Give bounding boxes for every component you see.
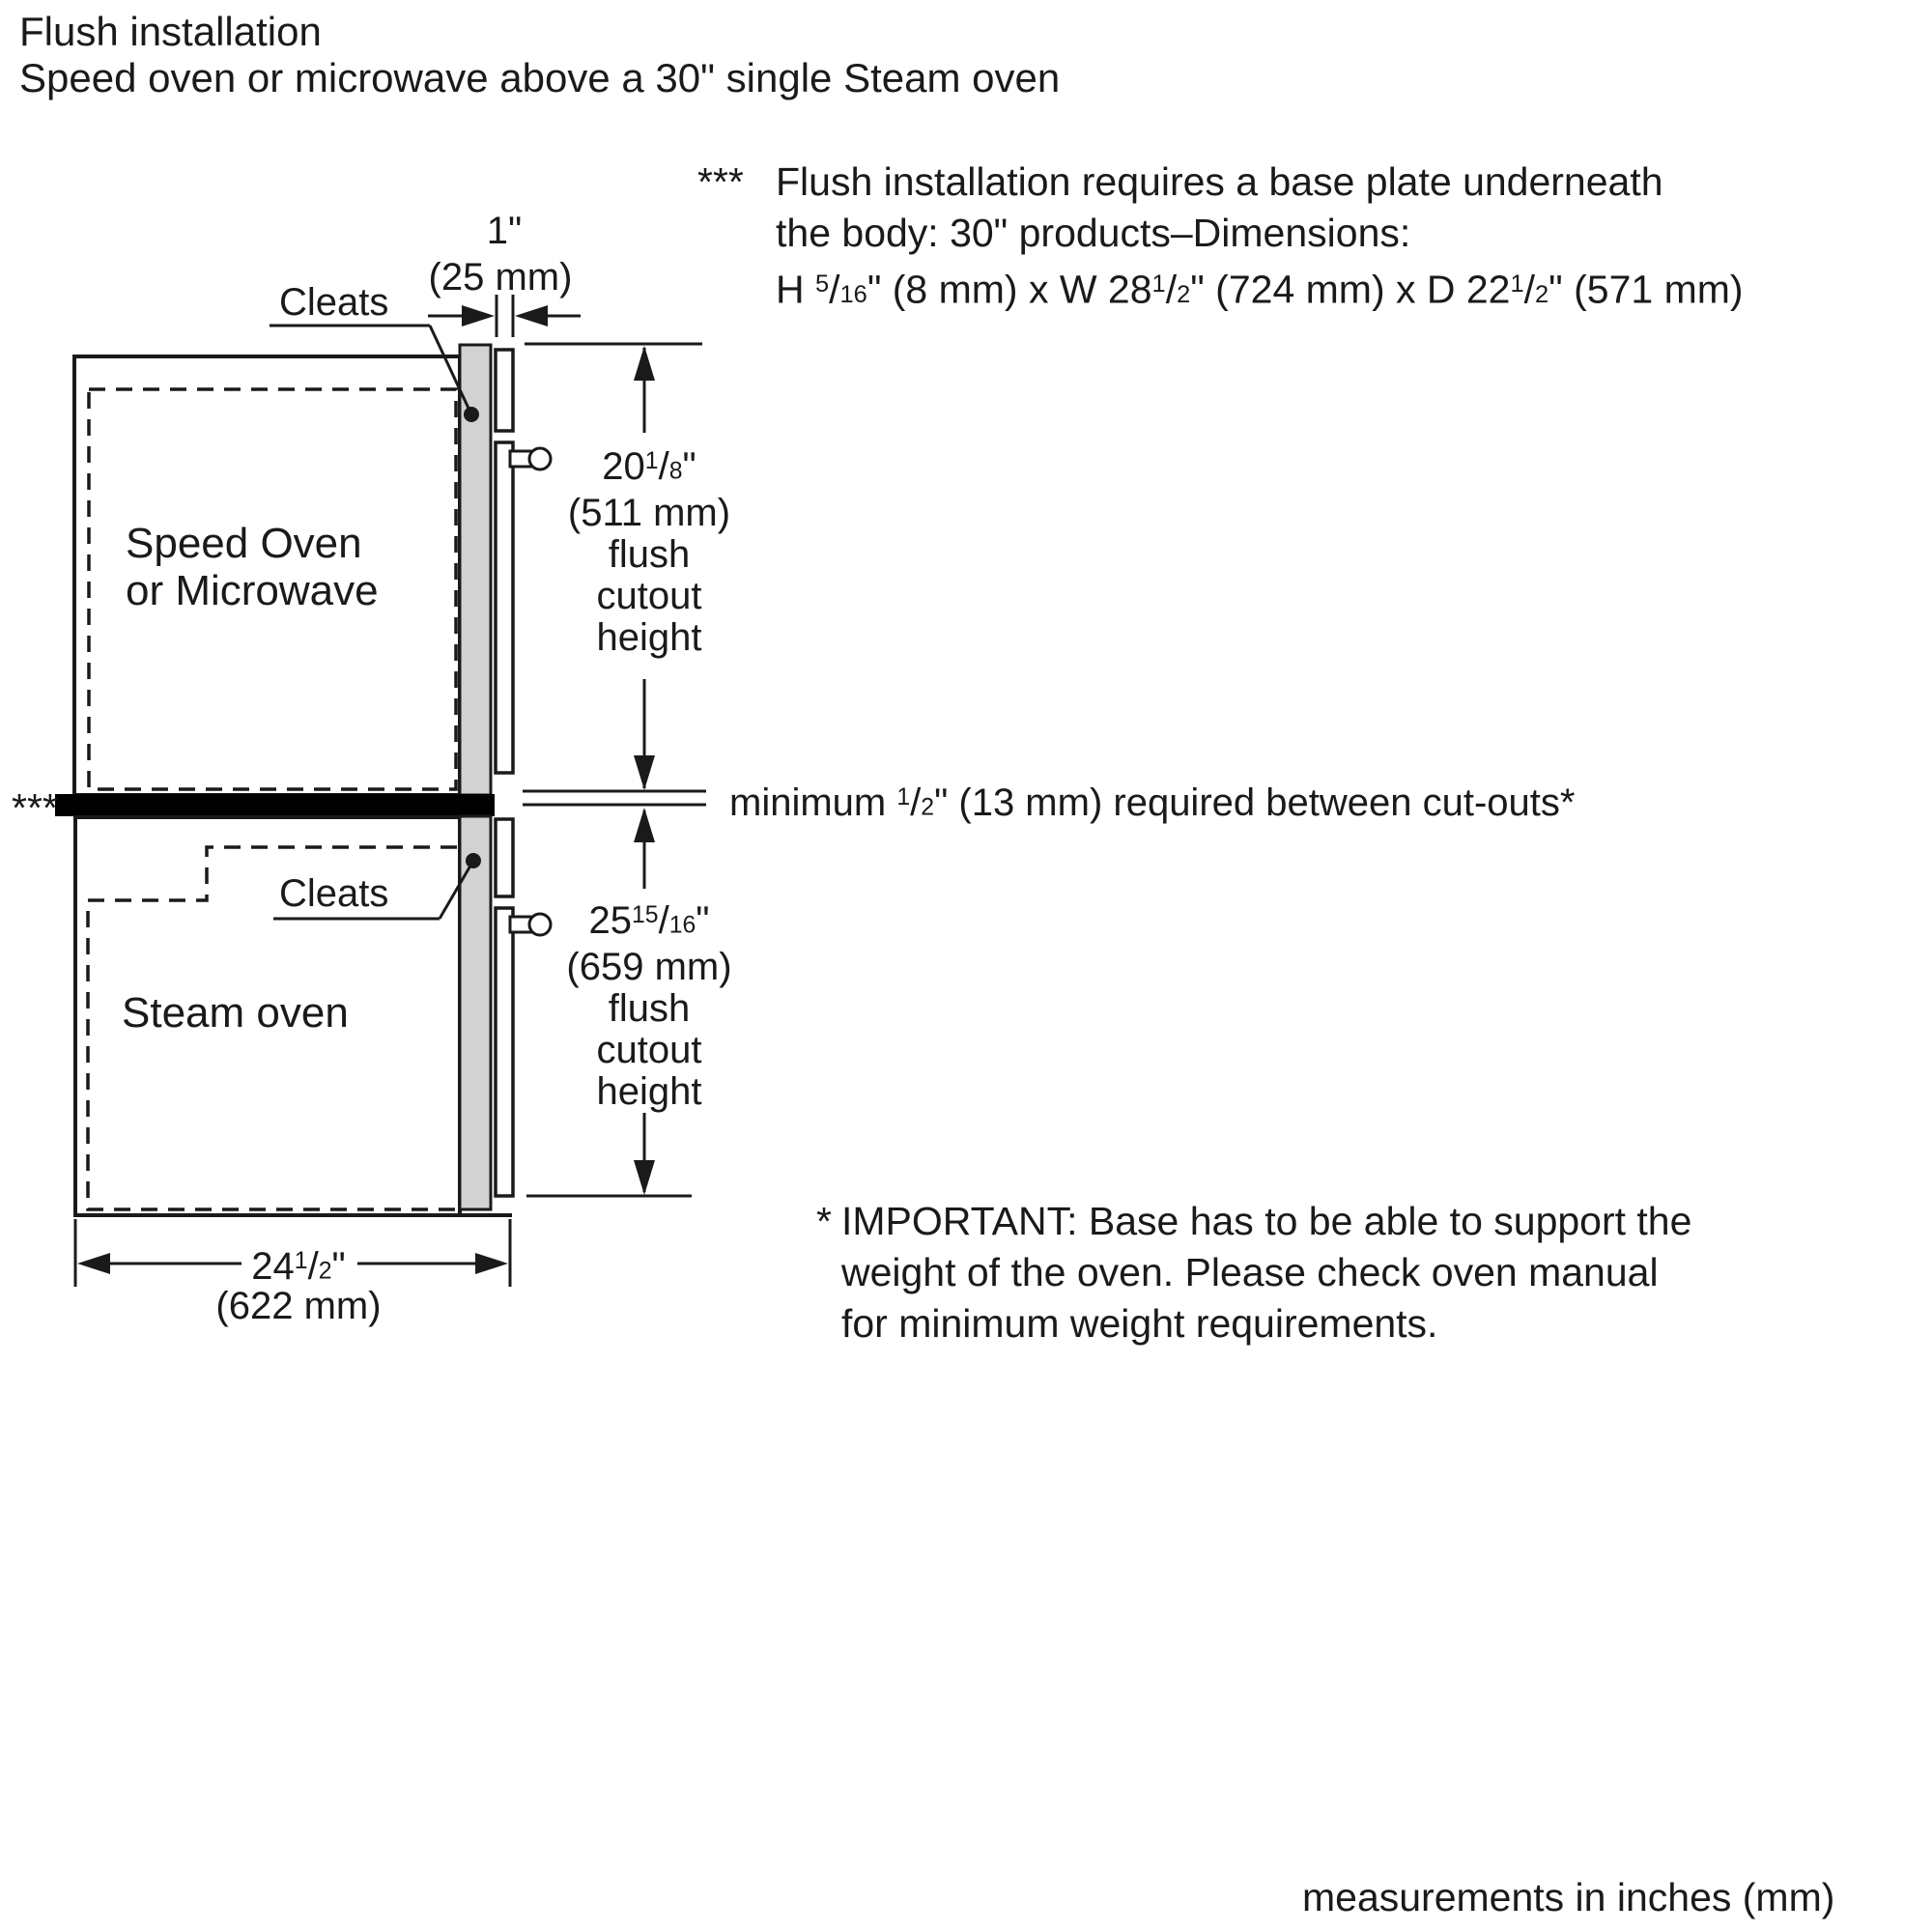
lower-screw-icon <box>508 912 553 937</box>
dim-upper-cutout-lines <box>525 342 702 790</box>
base-plate-note-dimensions: H 5/16" (8 mm) x W 281/2" (724 mm) x D 2… <box>776 267 1744 312</box>
dim-width-value: 241/2" <box>251 1245 346 1289</box>
dim-lower-cutout-desc2: cutout <box>596 1028 702 1071</box>
dim-upper-cutout-desc3: height <box>596 615 702 659</box>
divider-bar <box>55 789 706 816</box>
lower-cleat-strip <box>494 817 515 1198</box>
upper-compartment-label-line1: Speed Oven <box>126 520 362 567</box>
dim-lower-cutout-desc1: flush <box>608 986 691 1030</box>
dim-lower-cutout-labels: 2515/16" (659 mm) flush cutout height <box>537 895 761 1113</box>
important-note-line2: weight of the oven. Please check oven ma… <box>840 1250 1659 1294</box>
dim-upper-cutout-value: 201/8" <box>602 445 696 489</box>
upper-cleats-leader <box>270 324 479 422</box>
lower-cleats-leader <box>273 853 481 921</box>
dim-upper-cutout-mm: (511 mm) <box>567 491 731 534</box>
important-note: * IMPORTANT: Base has to be able to supp… <box>816 1196 1869 1350</box>
dim-width-lines <box>73 1219 512 1287</box>
lower-cleats-label: Cleats <box>279 872 389 915</box>
between-cutouts-note: minimum 1/2" (13 mm) required between cu… <box>729 781 1576 825</box>
page-title-line2: Speed oven or microwave above a 30" sing… <box>19 55 1061 100</box>
upper-cleat-strip <box>494 348 515 775</box>
divider-left-marker: *** <box>12 785 58 830</box>
dim-upper-cutout-desc2: cutout <box>596 574 702 617</box>
dim-cleat-depth-inch-label: 1" <box>486 210 523 252</box>
important-note-line3: for minimum weight requirements. <box>840 1301 1438 1346</box>
dim-lower-cutout-desc3: height <box>596 1069 702 1113</box>
dim-cleat-depth-mm-label: (25 mm) <box>428 256 573 298</box>
lower-compartment-label: Steam oven <box>122 989 349 1037</box>
base-plate-note-line2: the body: 30" products–Dimensions: <box>776 211 1411 255</box>
lower-oven-dashed-outline <box>86 845 462 1211</box>
upper-compartment-label: Speed Oven or Microwave <box>126 520 379 614</box>
base-plate-note-marker: *** <box>697 159 744 204</box>
dim-lower-cutout-value: 2515/16" <box>588 899 710 943</box>
units-note: measurements in inches (mm) <box>1302 1875 1835 1919</box>
lower-side-panel <box>458 814 493 1211</box>
upper-cleats-label: Cleats <box>279 281 389 324</box>
dim-upper-cutout-desc1: flush <box>608 532 691 576</box>
important-note-marker: * <box>816 1199 832 1243</box>
important-note-body: IMPORTANT: Base has to be able to suppor… <box>841 1196 1691 1350</box>
upper-oven-dashed-outline <box>87 387 458 791</box>
dim-width-mm: (622 mm) <box>215 1285 382 1327</box>
base-plate-note-line1: Flush installation requires a base plate… <box>776 159 1663 204</box>
upper-screw-icon <box>508 446 553 471</box>
dim-upper-cutout-labels: 201/8" (511 mm) flush cutout height <box>537 440 761 659</box>
page-title-line1: Flush installation <box>19 9 322 54</box>
upper-compartment-label-line2: or Microwave <box>126 567 379 614</box>
important-note-line1: IMPORTANT: Base has to be able to suppor… <box>840 1199 1692 1243</box>
dim-cleat-depth-lines <box>428 295 581 337</box>
dim-lower-cutout-mm: (659 mm) <box>566 945 732 988</box>
dim-lower-cutout-lines <box>526 808 692 1198</box>
